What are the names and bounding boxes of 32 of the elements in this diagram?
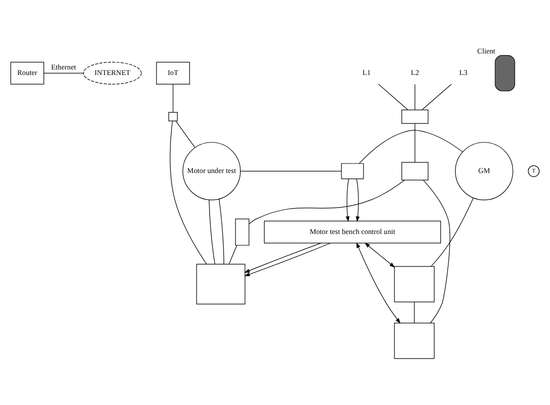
node-box xyxy=(401,161,428,180)
connector xyxy=(414,83,416,110)
connector xyxy=(422,83,452,110)
connector xyxy=(228,244,238,264)
connector xyxy=(378,83,408,110)
connector xyxy=(170,120,207,264)
connector xyxy=(172,83,174,112)
node-box xyxy=(394,266,435,302)
arrow xyxy=(244,242,322,272)
connector xyxy=(240,170,342,171)
node-box xyxy=(235,218,250,246)
connector xyxy=(430,197,474,266)
arrow xyxy=(356,242,401,324)
connector xyxy=(422,179,450,323)
connector xyxy=(414,301,415,323)
connector xyxy=(248,179,405,224)
node-box xyxy=(341,162,364,179)
node-box xyxy=(394,322,435,358)
connector xyxy=(358,129,463,164)
node-phone xyxy=(494,54,516,91)
node-box xyxy=(196,263,246,304)
connector xyxy=(208,199,216,264)
connector xyxy=(44,72,84,73)
arrow xyxy=(364,242,395,268)
node-box xyxy=(168,112,178,121)
arrow xyxy=(356,178,360,222)
arrow xyxy=(244,242,330,276)
connector xyxy=(218,198,224,264)
arrow xyxy=(346,178,350,222)
connector xyxy=(176,120,196,148)
node-box xyxy=(401,109,428,124)
connector xyxy=(414,122,416,162)
